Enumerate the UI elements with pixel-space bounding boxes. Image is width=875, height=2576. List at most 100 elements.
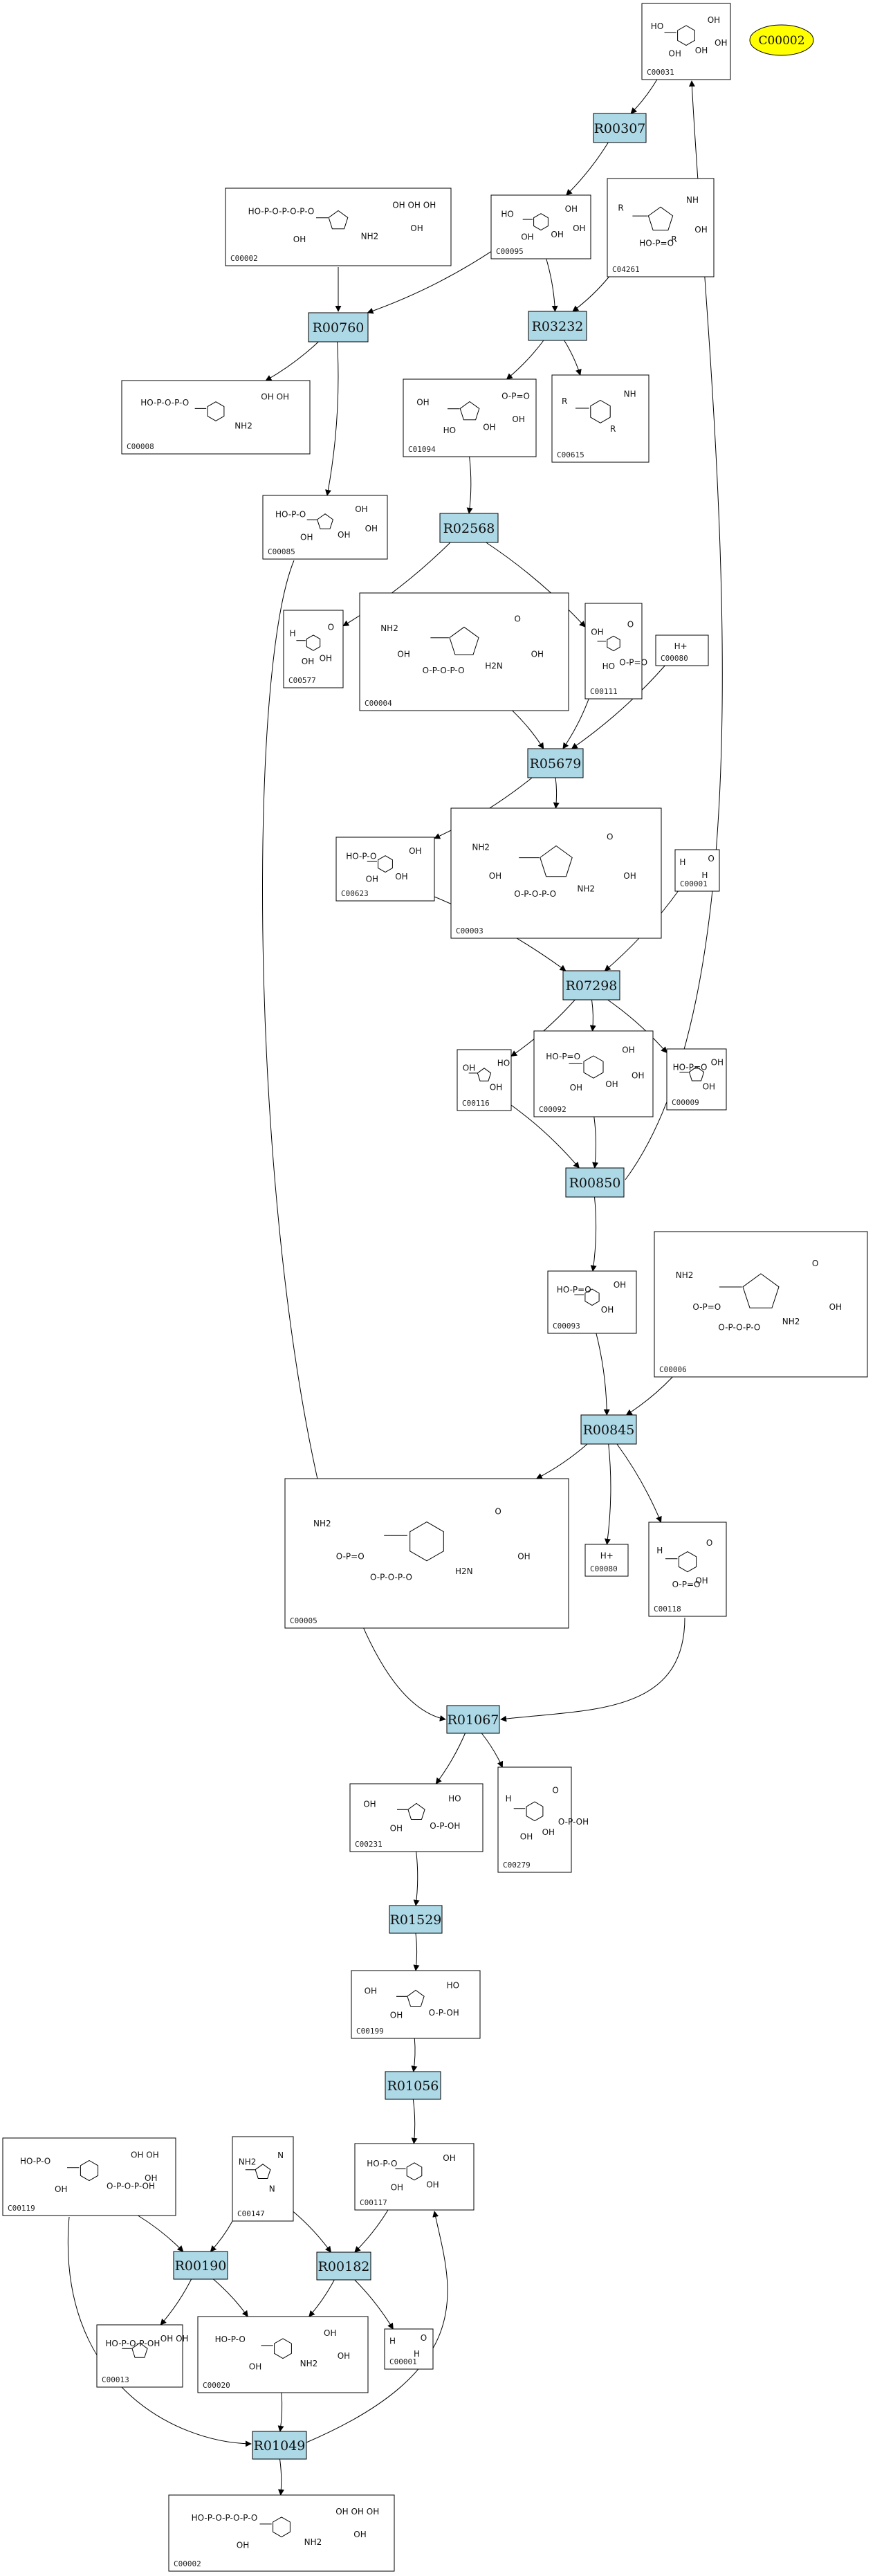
compound-box[interactable] — [457, 1049, 512, 1111]
compound-box[interactable] — [354, 2143, 475, 2211]
highlighted-compound-label[interactable]: C00002 — [758, 34, 804, 48]
compound-box[interactable] — [96, 2324, 183, 2388]
reaction-label[interactable]: R07298 — [566, 978, 618, 994]
reaction-label[interactable]: R00850 — [569, 1176, 621, 1191]
reaction-label[interactable]: R00845 — [583, 1423, 635, 1438]
reaction-r00307[interactable]: R00307 — [593, 113, 647, 143]
reaction-label[interactable]: R02568 — [443, 521, 495, 536]
reaction-r01049[interactable]: R01049 — [252, 2431, 307, 2460]
reaction-label[interactable]: R01067 — [448, 1712, 499, 1728]
reaction-r01067[interactable]: R01067 — [446, 1705, 500, 1734]
reaction-label[interactable]: R00190 — [175, 2258, 227, 2274]
compound-box[interactable] — [450, 807, 662, 939]
compound-box[interactable] — [351, 1970, 481, 2039]
reaction-label[interactable]: R01049 — [254, 2438, 306, 2454]
reaction-r01529[interactable]: R01529 — [389, 1905, 443, 1934]
reaction-box[interactable] — [528, 311, 587, 341]
reaction-r00190[interactable]: R00190 — [173, 2251, 228, 2280]
reaction-box[interactable] — [385, 2071, 441, 2100]
reaction-box[interactable] — [252, 2431, 307, 2460]
reaction-r00850[interactable]: R00850 — [565, 1167, 625, 1198]
compound-box[interactable] — [335, 837, 435, 902]
reaction-label[interactable]: R01056 — [387, 2079, 439, 2094]
compound-box[interactable] — [655, 634, 709, 666]
reaction-r07298[interactable]: R07298 — [562, 970, 620, 1001]
reaction-label[interactable]: R05679 — [530, 756, 582, 771]
reaction-box[interactable] — [580, 1414, 637, 1445]
compound-box[interactable] — [2, 2137, 176, 2216]
reaction-box[interactable] — [439, 513, 499, 543]
reaction-box[interactable] — [308, 312, 369, 342]
reaction-label[interactable]: R00182 — [318, 2259, 370, 2274]
reaction-box[interactable] — [173, 2251, 228, 2280]
compound-box[interactable] — [283, 610, 344, 688]
compound-box[interactable] — [168, 2494, 395, 2572]
compound-box[interactable] — [359, 592, 569, 711]
compound-box[interactable] — [607, 178, 715, 277]
compound-box[interactable] — [284, 1478, 569, 1629]
reaction-box[interactable] — [593, 113, 647, 143]
reaction-r00182[interactable]: R00182 — [316, 2251, 371, 2281]
compound-box[interactable] — [533, 1030, 654, 1117]
reaction-r00760[interactable]: R00760 — [308, 312, 369, 342]
highlighted-compound-ellipse[interactable] — [749, 24, 814, 56]
compound-box[interactable] — [262, 495, 388, 560]
compound-box[interactable] — [551, 374, 650, 463]
reaction-label[interactable]: R03232 — [532, 319, 584, 334]
compound-box[interactable] — [121, 380, 311, 455]
compound-box[interactable] — [497, 1766, 572, 1873]
reaction-r01056[interactable]: R01056 — [385, 2071, 441, 2100]
reaction-r02568[interactable]: R02568 — [439, 513, 499, 543]
reaction-box[interactable] — [527, 748, 584, 778]
compound-box[interactable] — [403, 378, 537, 457]
reaction-r03232[interactable]: R03232 — [528, 311, 587, 341]
reaction-r05679[interactable]: R05679 — [527, 748, 584, 778]
compound-c00080b[interactable]: H+C00080 — [584, 1544, 629, 1577]
compound-box[interactable] — [384, 2328, 434, 2370]
reaction-box[interactable] — [565, 1167, 625, 1198]
reaction-box[interactable] — [446, 1705, 500, 1734]
reaction-label[interactable]: R00307 — [594, 121, 646, 136]
compound-c00080a[interactable]: H+C00080 — [655, 634, 709, 666]
compound-box[interactable] — [197, 2316, 369, 2393]
compound-box[interactable] — [349, 1783, 483, 1852]
reaction-box[interactable] — [562, 970, 620, 1001]
compound-box[interactable] — [641, 3, 731, 80]
compound-box[interactable] — [225, 188, 452, 266]
reaction-box[interactable] — [316, 2251, 371, 2281]
compound-box[interactable] — [654, 1231, 868, 1378]
reaction-label[interactable]: R00760 — [313, 320, 365, 336]
reaction-box[interactable] — [389, 1905, 443, 1934]
compound-box[interactable] — [674, 849, 720, 892]
highlighted-compound-oval[interactable]: C00002 — [749, 24, 814, 56]
